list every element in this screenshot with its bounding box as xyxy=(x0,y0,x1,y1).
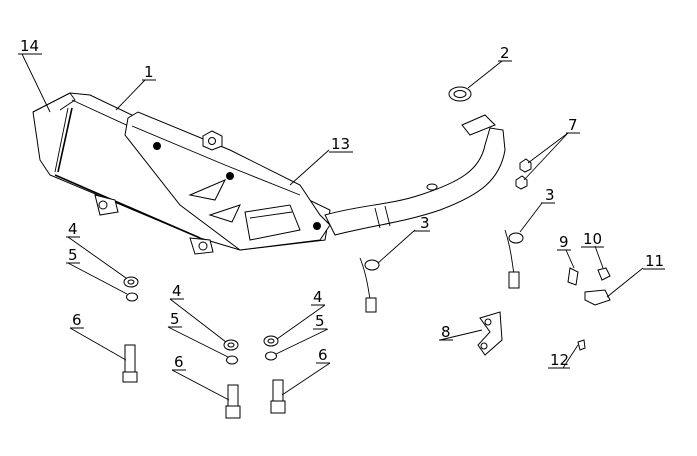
washer-part-5-a xyxy=(126,292,138,302)
oxygen-sensor-left xyxy=(359,257,380,313)
callout-6-left: 6 xyxy=(70,311,84,329)
svg-text:4: 4 xyxy=(68,220,78,238)
bracket-part-8 xyxy=(477,311,503,356)
nut-part-7-a xyxy=(519,158,532,173)
oxygen-sensor-right xyxy=(504,229,524,289)
svg-text:7: 7 xyxy=(568,116,578,134)
callout-2: 2 xyxy=(498,44,512,62)
callout-10: 10 xyxy=(581,230,604,248)
callout-1: 1 xyxy=(142,63,156,81)
svg-text:4: 4 xyxy=(172,282,182,300)
svg-text:9: 9 xyxy=(559,233,569,251)
svg-text:6: 6 xyxy=(72,311,82,329)
svg-text:12: 12 xyxy=(550,351,569,369)
callout-6-right: 6 xyxy=(316,346,330,364)
bolt-part-6-c xyxy=(272,379,284,404)
svg-text:3: 3 xyxy=(420,214,430,232)
svg-text:10: 10 xyxy=(583,230,602,248)
svg-text:5: 5 xyxy=(170,310,180,328)
washer-part-5-b xyxy=(226,355,238,365)
svg-text:13: 13 xyxy=(331,135,350,153)
callout-5-left: 5 xyxy=(66,246,80,264)
callout-7: 7 xyxy=(566,116,580,134)
callout-3-right: 3 xyxy=(541,186,555,204)
bolt-part-6-b xyxy=(227,384,239,409)
callout-13: 13 xyxy=(329,135,353,153)
bolt-part-6-a xyxy=(124,344,136,376)
svg-text:11: 11 xyxy=(645,252,664,270)
callout-9: 9 xyxy=(557,233,571,251)
callout-8: 8 xyxy=(439,323,453,341)
callout-12: 12 xyxy=(548,351,570,369)
svg-text:8: 8 xyxy=(441,323,451,341)
clip-part-9 xyxy=(567,267,579,286)
callout-6-middle: 6 xyxy=(172,353,186,371)
svg-text:5: 5 xyxy=(315,312,325,330)
svg-text:5: 5 xyxy=(68,246,78,264)
callout-14: 14 xyxy=(18,37,42,55)
callout-3-left: 3 xyxy=(414,214,430,232)
washer-part-5-c xyxy=(265,351,277,361)
callout-11: 11 xyxy=(643,252,665,270)
exhaust-pipe xyxy=(324,114,506,236)
svg-text:6: 6 xyxy=(318,346,328,364)
callout-5-middle: 5 xyxy=(168,310,182,328)
muffler-body xyxy=(32,92,331,255)
svg-text:2: 2 xyxy=(500,44,510,62)
leader-lines xyxy=(21,53,644,401)
callout-5-right: 5 xyxy=(313,312,327,330)
callout-4-middle: 4 xyxy=(170,282,184,300)
callout-4-right: 4 xyxy=(311,288,325,306)
svg-text:1: 1 xyxy=(144,63,154,81)
svg-text:14: 14 xyxy=(20,37,39,55)
svg-text:4: 4 xyxy=(313,288,323,306)
svg-text:6: 6 xyxy=(174,353,184,371)
clip-part-10 xyxy=(597,267,611,281)
screw-part-12 xyxy=(577,339,586,351)
bracket-part-11 xyxy=(584,289,611,306)
svg-text:3: 3 xyxy=(545,186,555,204)
callout-4-left: 4 xyxy=(66,220,80,238)
